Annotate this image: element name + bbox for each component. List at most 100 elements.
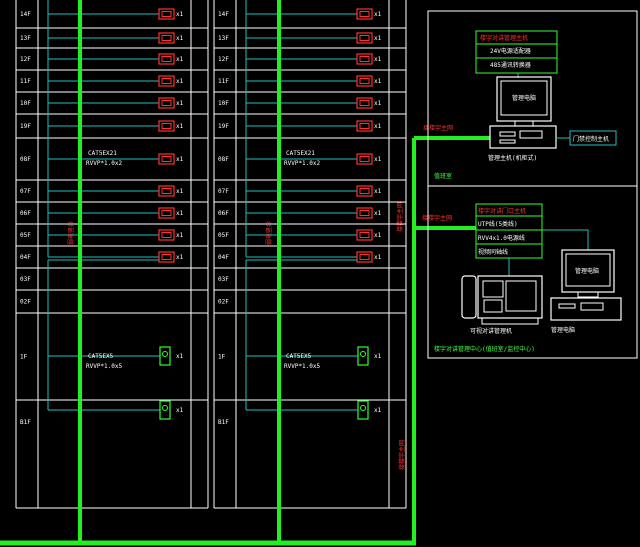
col-b-door-station-icon: [357, 400, 369, 420]
col-a-indoor-unit-screen: [161, 156, 172, 162]
col-a-device-count: x1: [176, 78, 184, 85]
col-b-floor-label: 10F: [218, 100, 229, 107]
intercom-phone-icon: [461, 275, 543, 325]
col-a-floor-label: 02F: [20, 299, 31, 306]
col-a-device-count: x1: [176, 11, 184, 18]
cable-label-a-lower-2: RVVP*1.0x5: [86, 363, 123, 370]
col-b-indoor-unit-icon: [356, 32, 373, 44]
col-a-device-count: x1: [176, 56, 184, 63]
room-label: 值班室: [434, 172, 452, 180]
col-a-indoor-unit-screen: [161, 210, 172, 216]
col-b-floor-label: 04F: [218, 254, 229, 261]
col-b-indoor-unit-screen: [359, 188, 370, 194]
link-label-top: 接楼宇主网: [423, 124, 453, 132]
col-a-indoor-unit-screen: [161, 78, 172, 84]
riser-label-a: 弱电竖井: [67, 221, 75, 245]
col-a-door-station-icon: [159, 400, 171, 420]
col-b-floor-label: 12F: [218, 56, 229, 63]
col-a-device-count: x1: [176, 254, 184, 261]
col-a-device-count: x1: [176, 232, 184, 239]
col-a-indoor-unit-screen: [161, 123, 172, 129]
col-b-indoor-unit-screen: [359, 210, 370, 216]
col-a-floor-label: 11F: [20, 78, 31, 85]
col-b-indoor-unit-icon: [356, 153, 373, 165]
computer-monitor-2-icon: 管理电脑: [550, 249, 622, 321]
cable-label-a-lower-1: CAT5EX5: [88, 353, 114, 360]
col-b-device-count: x1: [374, 156, 382, 163]
cable-label-b-upper-2: RVVP*1.0x2: [284, 160, 321, 167]
access-control-label: 门禁控制主机: [573, 135, 609, 143]
col-b-indoor-unit-icon: [356, 229, 373, 241]
host-spec-item-1: 24V电源适配器: [490, 47, 531, 55]
col-b-floor-label: 13F: [218, 35, 229, 42]
svg-text:管理电脑: 管理电脑: [512, 94, 536, 102]
access-control-box: [569, 130, 617, 146]
svg-text:管理电脑: 管理电脑: [575, 267, 599, 275]
col-a-floor-label: 05F: [20, 232, 31, 239]
riser-label-b: 弱电竖井: [265, 221, 273, 245]
col-b-indoor-unit-icon: [356, 8, 373, 20]
col-b-device-count: x1: [374, 56, 382, 63]
link-label-bottom: 接楼宇主网: [398, 440, 406, 470]
col-a-indoor-unit-icon: [158, 32, 175, 44]
col-b-indoor-unit-screen: [359, 56, 370, 62]
col-a-floor-label: 10F: [20, 100, 31, 107]
col-a-floor-label: 12F: [20, 56, 31, 63]
col-b-floor-label: 07F: [218, 188, 229, 195]
col-b-device-count: x1: [374, 123, 382, 130]
col-a-indoor-unit-icon: [158, 75, 175, 87]
col-b-indoor-unit-screen: [359, 254, 370, 260]
col-a-indoor-unit-screen: [161, 232, 172, 238]
col-a-indoor-unit-icon: [158, 185, 175, 197]
col-a-floor-label: 14F: [20, 11, 31, 18]
door-host-spec-item-3: 视频同轴线: [478, 248, 508, 256]
col-a-floor-label: 1F: [20, 354, 28, 361]
cable-label-a-upper-2: RVVP*1.0x2: [86, 160, 123, 167]
col-b-indoor-unit-icon: [356, 207, 373, 219]
col-a-device-count: x1: [176, 353, 184, 360]
col-b-floor-label: 05F: [218, 232, 229, 239]
host-spec-title: 楼宇对讲管理主机: [480, 34, 528, 42]
col-b-device-count: x1: [374, 210, 382, 217]
col-b-device-count: x1: [374, 353, 382, 360]
col-b-floor-label: 19F: [218, 123, 229, 130]
riser-column-b: 14F13F12F11F10F19F08F07F06F05F04F03F02F1…: [213, 0, 407, 509]
col-b-indoor-unit-icon: [356, 53, 373, 65]
riser-column-a: 14F13F12F11F10F19F08F07F06F05F04F03F02F1…: [15, 0, 209, 509]
door-host-spec-item-2: RVV4x1.0电源线: [478, 234, 525, 242]
col-b-device-count: x1: [374, 100, 382, 107]
intercom-phone-caption: 可视对讲管理机: [470, 327, 512, 335]
col-a-indoor-unit-screen: [161, 100, 172, 106]
col-b-device-count: x1: [374, 188, 382, 195]
col-b-floor-label: 02F: [218, 299, 229, 306]
col-b-device-count: x1: [374, 254, 382, 261]
col-a-floor-label: 07F: [20, 188, 31, 195]
cable-label-b-lower-2: RVVP*1.0x5: [284, 363, 321, 370]
col-b-device-count: x1: [374, 11, 382, 18]
col-a-device-count: x1: [176, 123, 184, 130]
host-caption: 管理主机(机柜式): [488, 154, 537, 162]
col-a-floor-label: 03F: [20, 276, 31, 283]
col-a-door-station-camera: [162, 405, 168, 411]
col-a-door-station-icon: [159, 346, 171, 366]
col-a-door-station-camera: [162, 351, 168, 357]
col-b-floor-label: 06F: [218, 210, 229, 217]
col-a-indoor-unit-icon: [158, 97, 175, 109]
cable-label-b-lower-1: CAT5EX5: [286, 353, 312, 360]
col-a-floor-label: 06F: [20, 210, 31, 217]
cable-label-b-upper-1: CAT5EX21: [286, 150, 315, 157]
col-a-indoor-unit-icon: [158, 120, 175, 132]
col-a-indoor-unit-icon: [158, 251, 175, 263]
control-room-footer: 楼宇对讲管理中心(值班室/监控中心): [434, 345, 535, 353]
col-b-floor-label: 11F: [218, 78, 229, 85]
col-b-floor-label: 08F: [218, 156, 229, 163]
pc2-caption: 管理电脑: [551, 326, 575, 334]
col-a-indoor-unit-screen: [161, 254, 172, 260]
col-a-floor-label: 19F: [20, 123, 31, 130]
col-a-indoor-unit-icon: [158, 207, 175, 219]
col-b-indoor-unit-icon: [356, 75, 373, 87]
col-a-floor-label: B1F: [20, 419, 31, 426]
col-a-indoor-unit-screen: [161, 188, 172, 194]
col-b-indoor-unit-screen: [359, 232, 370, 238]
